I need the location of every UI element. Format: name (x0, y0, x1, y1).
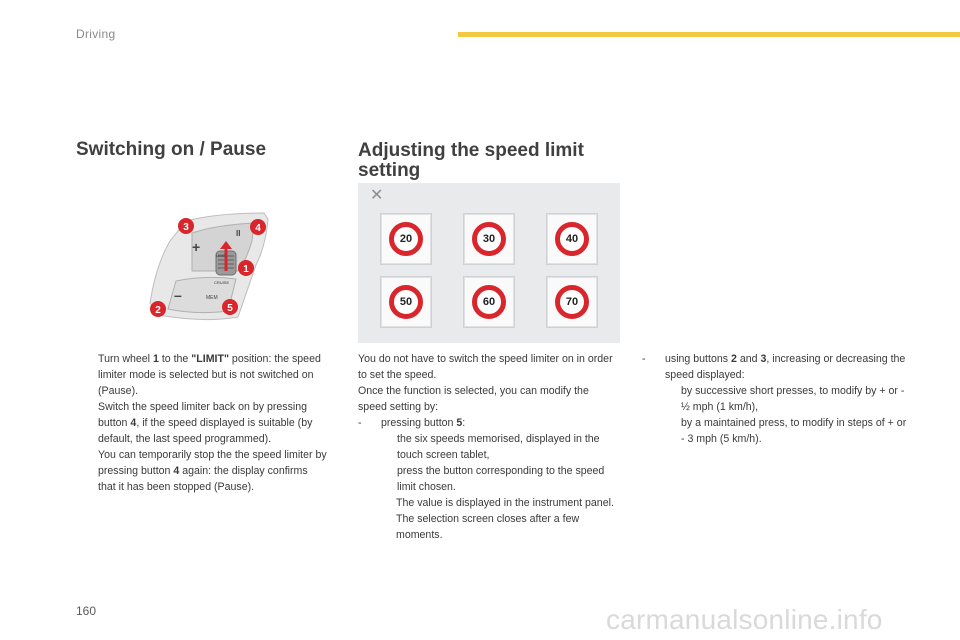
section-label: Driving (76, 27, 116, 41)
steering-control-figure: + – II LIMIT CRUISE MEM 3 4 1 2 5 (146, 205, 270, 325)
speed-button-50[interactable]: 50 (380, 276, 432, 328)
limit-label: LIMIT (216, 253, 227, 258)
speed-button-70[interactable]: 70 (546, 276, 598, 328)
adjusting-title: Adjusting the speed limit setting (358, 140, 584, 181)
speed-sign: 40 (555, 222, 589, 256)
left-instructions: Turn wheel 1 to the "LIMIT" position: th… (76, 351, 328, 495)
speed-sign: 60 (472, 285, 506, 319)
middle-instructions: You do not have to switch the speed limi… (358, 351, 616, 543)
callout-1: 1 (243, 264, 249, 275)
speed-selection-screen: ✕ 20 30 40 50 60 70 (358, 183, 620, 343)
sub-item: press the button corresponding to the sp… (358, 463, 616, 495)
speed-sign: 20 (389, 222, 423, 256)
check-bullet-icon (76, 351, 98, 399)
minus-label: – (174, 287, 182, 303)
right-instructions: - using buttons 2 and 3, increasing or d… (642, 351, 912, 447)
intro-paragraph: Once the function is selected, you can m… (358, 385, 589, 413)
intro-paragraph: You do not have to switch the speed limi… (358, 353, 613, 381)
close-icon[interactable]: ✕ (370, 187, 384, 204)
sub-item: by a maintained press, to modify in step… (642, 415, 912, 447)
speed-button-40[interactable]: 40 (546, 213, 598, 265)
note-paragraph: The selection screen closes after a few … (396, 513, 580, 541)
speed-button-20[interactable]: 20 (380, 213, 432, 265)
callout-5: 5 (227, 303, 233, 314)
speed-sign: 50 (389, 285, 423, 319)
check-bullet-icon (76, 399, 98, 447)
speed-sign: 70 (555, 285, 589, 319)
header-accent-bar (458, 32, 960, 37)
check-bullet-icon (381, 431, 397, 463)
note-paragraph: The value is displayed in the instrument… (396, 497, 614, 509)
page-number: 160 (76, 604, 97, 618)
check-bullet-icon (665, 415, 681, 447)
sub-item: the six speeds memorised, displayed in t… (358, 431, 616, 463)
list-item: Turn wheel 1 to the "LIMIT" position: th… (76, 351, 328, 399)
speed-button-60[interactable]: 60 (463, 276, 515, 328)
watermark: carmanualsonline.info (606, 604, 883, 635)
callout-4: 4 (255, 223, 261, 234)
cruise-label: CRUISE (214, 280, 229, 285)
dash-item: - pressing button 5: (358, 417, 466, 429)
callout-2: 2 (155, 305, 161, 316)
mem-label: MEM (206, 295, 218, 301)
pause-label: II (236, 229, 240, 238)
check-bullet-icon (665, 383, 681, 415)
check-bullet-icon (76, 447, 98, 495)
speed-button-30[interactable]: 30 (463, 213, 515, 265)
speed-sign: 30 (472, 222, 506, 256)
list-item: Switch the speed limiter back on by pres… (76, 399, 328, 447)
plus-label: + (192, 239, 200, 255)
list-item: You can temporarily stop the the speed l… (76, 447, 328, 495)
dash-item: - using buttons 2 and 3, increasing or d… (642, 353, 906, 381)
sub-item: by successive short presses, to modify b… (642, 383, 912, 415)
switching-on-title: Switching on / Pause (76, 139, 267, 160)
check-bullet-icon (381, 463, 397, 495)
callout-3: 3 (183, 222, 189, 233)
